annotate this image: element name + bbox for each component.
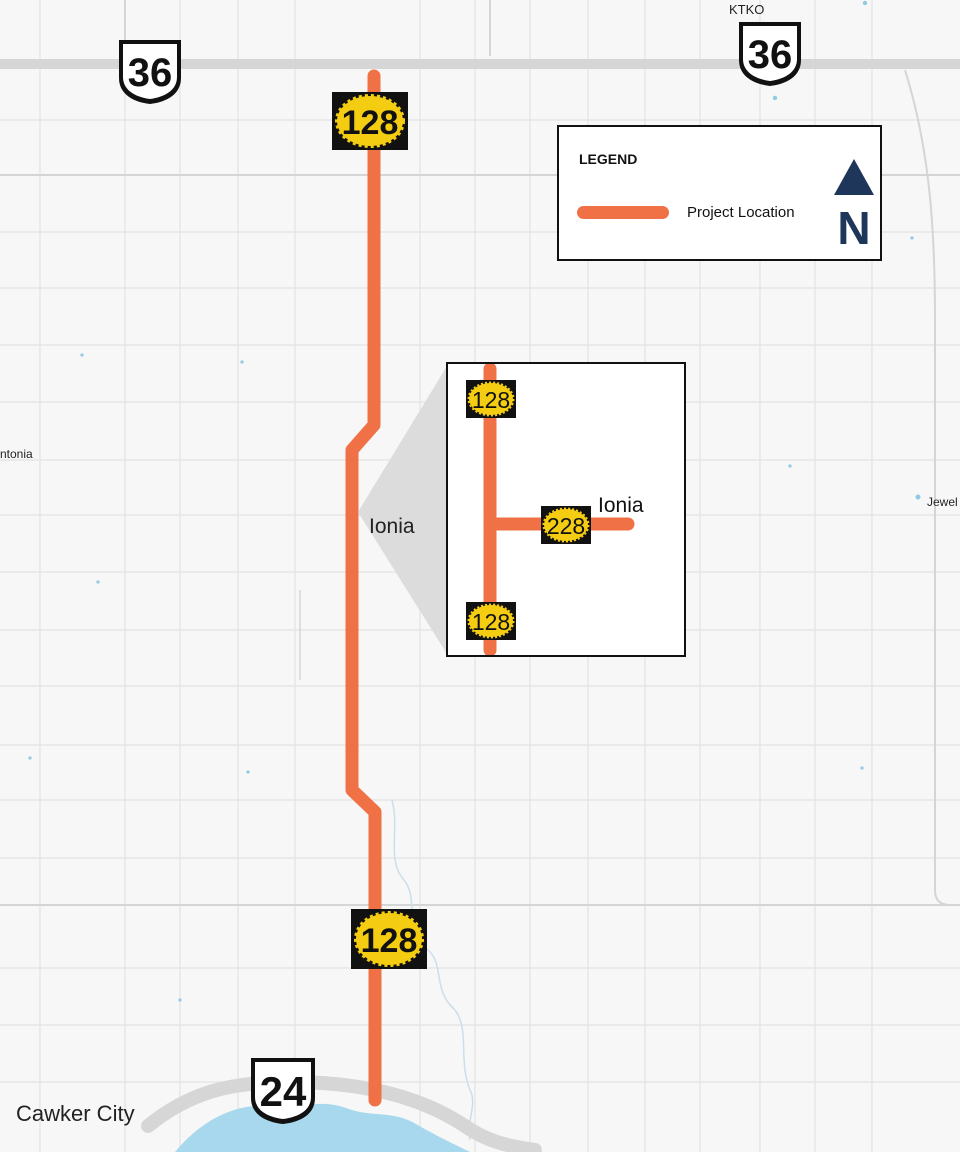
place-label-antonia: ntonia: [0, 447, 33, 461]
legend-title: LEGEND: [579, 151, 638, 167]
legend-label-project: Project Location: [687, 204, 795, 221]
us-24-road: [141, 1074, 542, 1152]
water-dots: [28, 0, 921, 1002]
svg-text:128: 128: [361, 922, 418, 960]
inset-k-128-shield-bottom: 128: [466, 602, 516, 640]
north-letter: N: [837, 202, 871, 254]
legend-box: LEGEND Project Location N: [557, 125, 882, 261]
north-arrow-icon: [834, 159, 874, 195]
inset-k-128-shield-top: 128: [466, 380, 516, 418]
svg-text:228: 228: [547, 513, 585, 539]
inset-k-228-shield: 228: [541, 506, 591, 544]
inset-map-canvas: 128 228 128 Ionia: [466, 362, 644, 657]
svg-text:36: 36: [128, 51, 173, 95]
lake: [175, 1103, 470, 1152]
svg-text:36: 36: [748, 33, 793, 77]
us-36-shield-right: 36: [739, 22, 801, 86]
place-label-ionia: Ionia: [369, 515, 415, 538]
river: [391, 799, 474, 1141]
project-route-k128: [345, 69, 382, 1107]
place-label-ktko: KTKO: [729, 2, 765, 17]
inset-callout: [358, 366, 447, 654]
svg-text:128: 128: [342, 104, 399, 142]
us-36-shield-left: 36: [119, 40, 181, 104]
k-128-shield-bottom: 128: [351, 909, 427, 969]
inset-place-label-ionia: Ionia: [598, 494, 644, 517]
k-128-shield-top: 128: [332, 92, 408, 150]
svg-text:24: 24: [260, 1068, 307, 1115]
place-label-cawker-city: Cawker City: [16, 1101, 135, 1126]
inset-map: 128 228 128 Ionia: [446, 362, 686, 657]
svg-text:128: 128: [472, 609, 510, 635]
place-label-jewell: Jewel: [927, 495, 958, 509]
us-24-shield: 24: [251, 1058, 315, 1124]
north-arrow: N: [833, 157, 875, 253]
svg-text:128: 128: [472, 387, 510, 413]
legend-swatch-project: [577, 206, 669, 219]
